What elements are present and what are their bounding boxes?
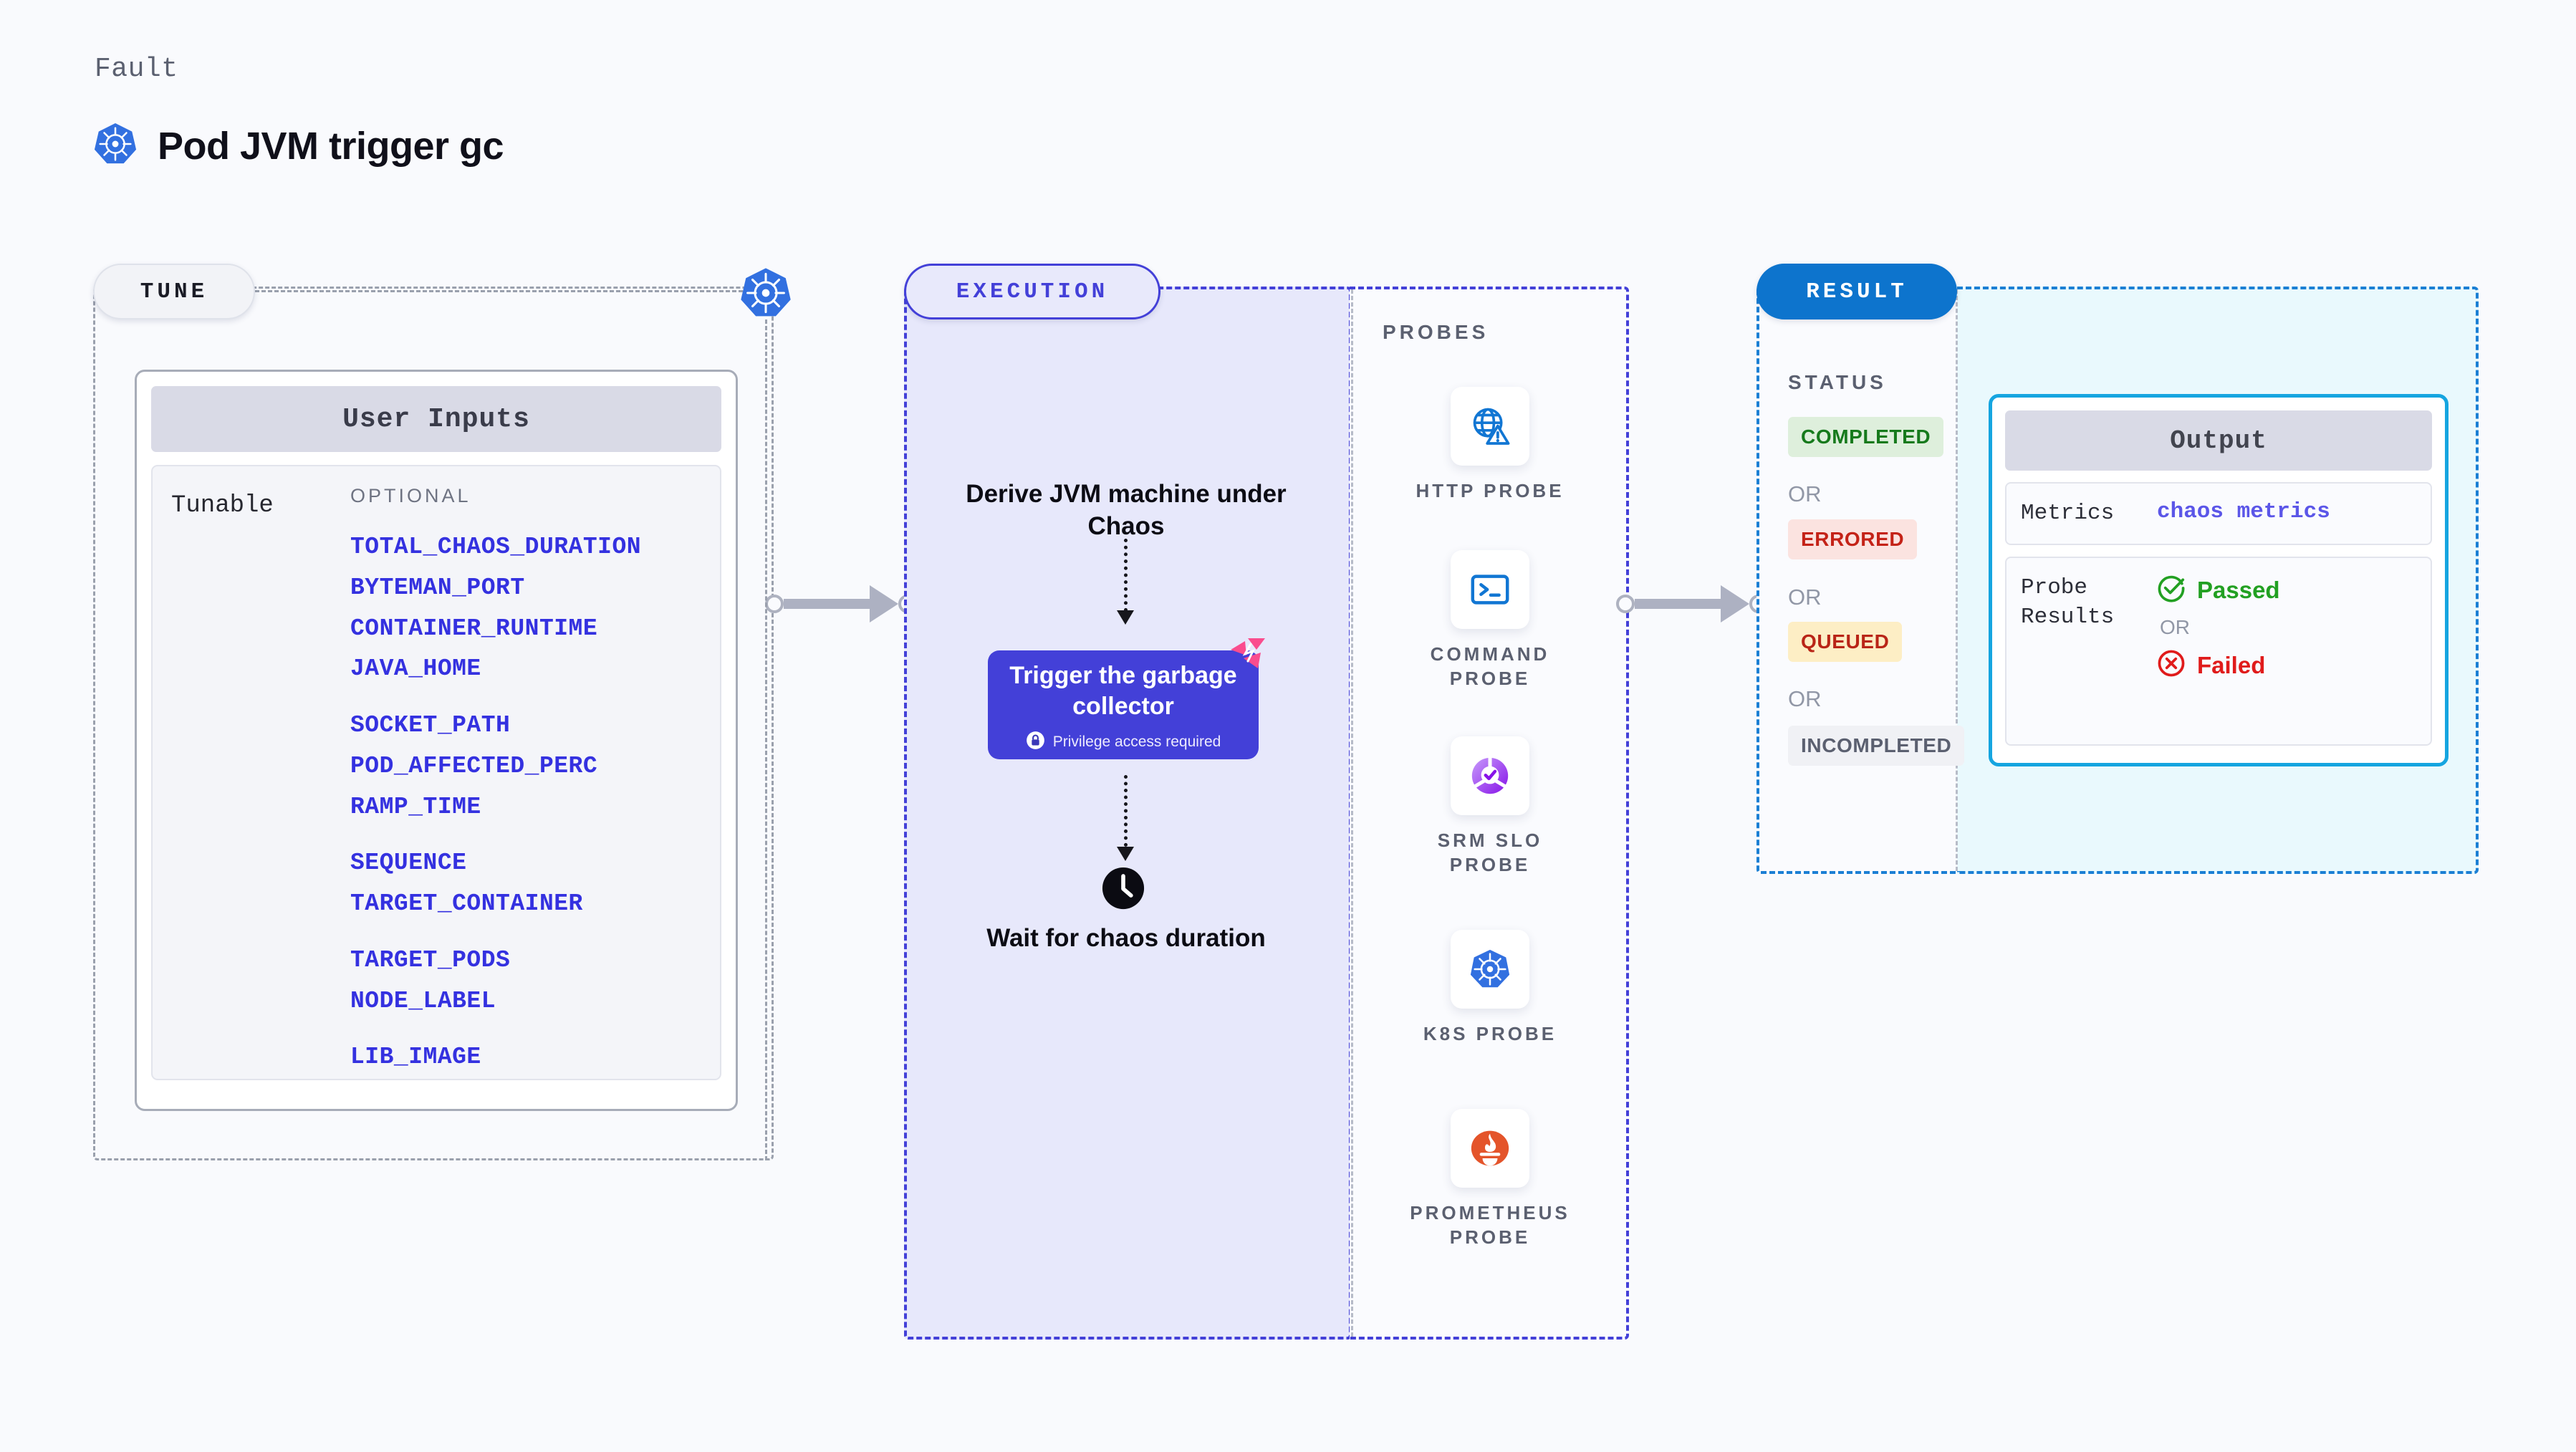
status-badge: ERRORED: [1788, 519, 1918, 559]
probe-results-values: Passed OR Failed: [2157, 574, 2280, 729]
terminal-icon: [1451, 550, 1529, 629]
probe-results-row: Probe Results Passed OR: [2005, 557, 2432, 746]
probe-item[interactable]: SRM SLO PROBE: [1397, 736, 1583, 878]
tunable-item[interactable]: POD_AFFECTED_PERC: [350, 752, 598, 779]
tunable-group: LIB_IMAGE: [350, 1037, 720, 1078]
srm-slo-icon: [1451, 736, 1529, 815]
execution-panel: [904, 287, 1352, 1340]
probe-item[interactable]: COMMAND PROBE: [1397, 550, 1583, 691]
status-badge: COMPLETED: [1788, 417, 1944, 457]
tunable-item[interactable]: JAVA_HOME: [350, 655, 481, 683]
status-badge: INCOMPLETED: [1788, 726, 1965, 766]
connector-execution-to-result: [1616, 585, 1768, 622]
user-inputs-body: Tunable OPTIONAL TOTAL_CHAOS_DURATION BY…: [151, 465, 721, 1080]
execution-flow-arrow: [1117, 610, 1134, 625]
probe-label: SRM SLO PROBE: [1437, 830, 1543, 876]
status-badge: QUEUED: [1788, 622, 1903, 662]
tune-connector-horizontal: [255, 290, 749, 292]
execution-step-2: Wait for chaos duration: [986, 924, 1266, 952]
lock-icon: [1026, 731, 1045, 754]
tunable-item[interactable]: TOTAL_CHAOS_DURATION: [350, 534, 642, 560]
metrics-key: Metrics: [2021, 501, 2115, 526]
tunable-item[interactable]: NODE_LABEL: [350, 987, 496, 1014]
probe-label: PROMETHEUS PROBE: [1410, 1202, 1570, 1249]
probe-or-label: OR: [2160, 616, 2190, 639]
output-card: Output Metrics chaos metrics Probe Resul…: [1989, 394, 2448, 766]
tunable-group: SOCKET_PATH POD_AFFECTED_PERC RAMP_TIME: [350, 706, 720, 827]
check-circle-icon: [2157, 574, 2186, 606]
privilege-note: Privilege access required: [1026, 731, 1221, 754]
status-or-label: OR: [1788, 481, 1822, 506]
execution-action-card[interactable]: Trigger the garbage collector Privilege …: [988, 650, 1259, 759]
user-inputs-card: User Inputs Tunable OPTIONAL TOTAL_CHAOS…: [135, 370, 738, 1111]
user-inputs-header: User Inputs: [151, 386, 721, 452]
execution-flow-arrow: [1117, 847, 1134, 861]
connector-tune-to-execution: [765, 585, 917, 622]
status-panel: [1756, 287, 1957, 874]
connector-arrowhead: [1721, 585, 1749, 622]
kubernetes-icon: [93, 122, 138, 170]
execution-pill[interactable]: EXECUTION: [904, 264, 1160, 319]
status-label: STATUS: [1788, 371, 1887, 393]
probe-failed-label: Failed: [2197, 651, 2266, 678]
probe-result-passed: Passed: [2157, 574, 2280, 606]
litmus-chaos-icon: [1229, 637, 1267, 671]
execution-step-1: Derive JVM machine under Chaos: [966, 480, 1287, 540]
result-divider: [1956, 289, 1958, 871]
metrics-value[interactable]: chaos metrics: [2157, 499, 2330, 524]
probe-results-key: Probe Results: [2021, 575, 2115, 630]
tunable-label: Tunable: [171, 492, 274, 519]
tune-pill[interactable]: TUNE: [93, 264, 255, 319]
x-circle-icon: [2157, 649, 2186, 681]
tunable-item[interactable]: CONTAINER_RUNTIME: [350, 615, 598, 642]
probe-label: HTTP PROBE: [1416, 480, 1565, 501]
status-or-label: OR: [1788, 686, 1822, 711]
status-or-label: OR: [1788, 585, 1822, 610]
result-pill[interactable]: RESULT: [1756, 264, 1957, 319]
probes-divider: [1351, 289, 1353, 1337]
probe-item[interactable]: HTTP PROBE: [1397, 387, 1583, 503]
tunable-item[interactable]: RAMP_TIME: [350, 793, 481, 820]
tunable-item[interactable]: SOCKET_PATH: [350, 712, 511, 739]
metrics-row: Metrics chaos metrics: [2005, 482, 2432, 546]
execution-flow-line: [1124, 775, 1128, 847]
connector-bar: [1635, 599, 1722, 609]
tunable-item[interactable]: TARGET_PODS: [350, 946, 511, 973]
probe-item[interactable]: PROMETHEUS PROBE: [1397, 1109, 1583, 1250]
page-eyebrow: Fault: [95, 54, 178, 85]
prometheus-icon: [1451, 1109, 1529, 1188]
output-header: Output: [2005, 410, 2432, 471]
tunable-item[interactable]: LIB_IMAGE: [350, 1044, 481, 1071]
probes-label: PROBES: [1383, 321, 1489, 343]
connector-dot: [765, 595, 784, 613]
tune-connector-vertical: [765, 319, 767, 1160]
probe-item[interactable]: K8S PROBE: [1397, 930, 1583, 1046]
optional-column: OPTIONAL TOTAL_CHAOS_DURATION BYTEMAN_PO…: [350, 485, 720, 1079]
action-card-title: Trigger the garbage collector: [1009, 662, 1237, 720]
tunable-item[interactable]: TARGET_CONTAINER: [350, 890, 583, 917]
tunable-group: SEQUENCE TARGET_CONTAINER: [350, 843, 720, 925]
connector-bar: [784, 599, 871, 609]
tune-panel: [93, 287, 774, 1160]
optional-title: OPTIONAL: [350, 485, 471, 506]
connector-arrowhead: [870, 585, 898, 622]
kubernetes-icon: [739, 266, 792, 319]
tunable-group: TOTAL_CHAOS_DURATION BYTEMAN_PORT CONTAI…: [350, 527, 720, 690]
probe-result-failed: Failed: [2157, 649, 2280, 681]
kubernetes-icon: [1451, 930, 1529, 1009]
page-title: Pod JVM trigger gc: [158, 124, 504, 168]
probe-label: K8S PROBE: [1423, 1023, 1557, 1044]
privilege-note-text: Privilege access required: [1052, 734, 1221, 750]
probe-label: COMMAND PROBE: [1430, 643, 1550, 690]
tunable-item[interactable]: BYTEMAN_PORT: [350, 574, 525, 601]
probe-passed-label: Passed: [2197, 576, 2280, 603]
tunable-group: TARGET_PODS NODE_LABEL: [350, 941, 720, 1022]
globe-warning-icon: [1451, 387, 1529, 466]
page-header: Pod JVM trigger gc: [93, 122, 504, 170]
tunable-item[interactable]: SEQUENCE: [350, 850, 467, 877]
execution-flow-line: [1124, 539, 1128, 612]
clock-icon: [1101, 866, 1145, 910]
connector-dot: [1616, 595, 1635, 613]
